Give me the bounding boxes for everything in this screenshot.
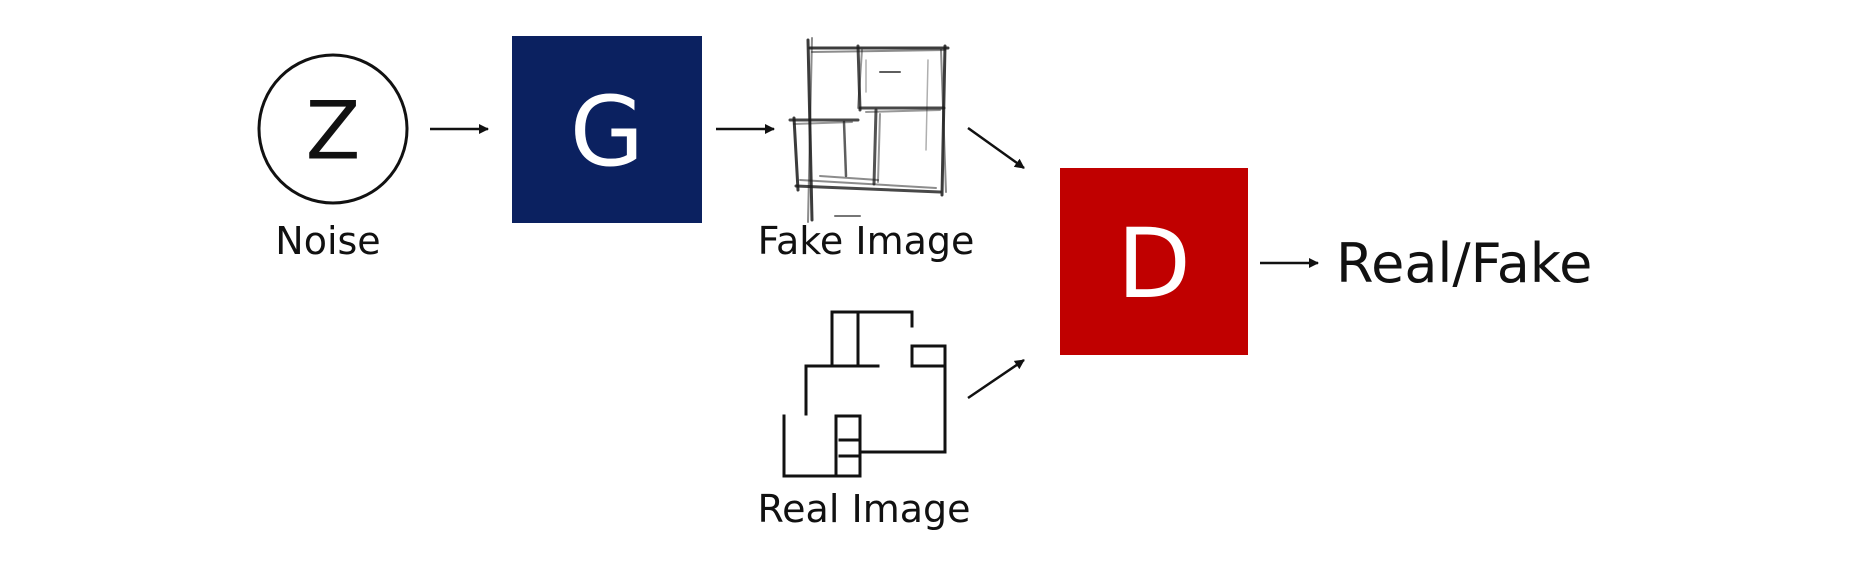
generator-node: G — [512, 36, 702, 223]
noise-circle — [257, 53, 409, 205]
real-floorplan-drawing — [782, 310, 947, 478]
fake-floorplan-drawing — [788, 37, 950, 223]
fake-image: Fake Image — [758, 37, 975, 263]
discriminator-symbol: D — [1117, 208, 1191, 320]
discriminator-box — [1060, 168, 1248, 355]
generator-symbol: G — [570, 76, 644, 188]
real-image-label: Real Image — [757, 487, 970, 531]
noise-node: Z Noise — [257, 53, 409, 263]
noise-label: Noise — [275, 219, 380, 263]
arrow-fake-to-discriminator — [967, 126, 1025, 170]
real-image: Real Image — [757, 310, 971, 531]
output-label: Real/Fake — [1336, 232, 1592, 295]
noise-symbol: Z — [306, 85, 361, 178]
arrow-real-to-discriminator — [967, 358, 1025, 400]
fake-image-label: Fake Image — [758, 219, 975, 263]
generator-box — [512, 36, 702, 223]
discriminator-node: D — [1060, 168, 1248, 355]
